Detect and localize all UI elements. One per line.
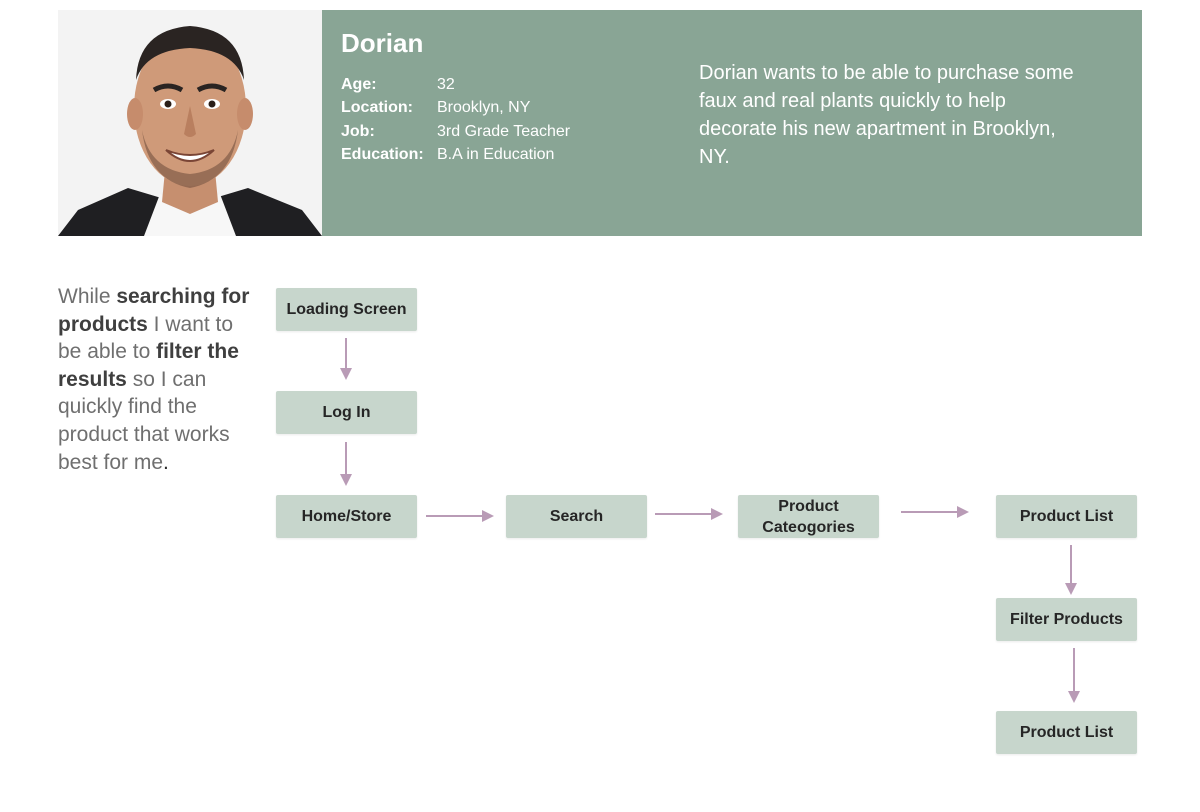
fact-value: 3rd Grade Teacher bbox=[437, 122, 571, 140]
node-label-line: Product bbox=[778, 497, 839, 515]
node-product-list-final: Product List bbox=[996, 711, 1137, 754]
fact-value: 32 bbox=[437, 75, 455, 93]
node-home-store: Home/Store bbox=[276, 495, 417, 538]
fact-label: Age: bbox=[341, 75, 377, 93]
persona-card: Dorian Age: 32 Location: Brooklyn, NY Jo… bbox=[58, 10, 1142, 236]
node-product-categories: Product Cateogories bbox=[738, 495, 879, 538]
node-product-list: Product List bbox=[996, 495, 1137, 538]
node-search: Search bbox=[506, 495, 647, 538]
story-emphasis: searching for products bbox=[58, 285, 250, 336]
fact-label: Education: bbox=[341, 146, 424, 164]
node-loading-screen: Loading Screen bbox=[276, 288, 417, 331]
node-label-line: Cateogories bbox=[762, 518, 855, 536]
fact-age: Age: 32 bbox=[341, 73, 570, 97]
persona-photo bbox=[58, 10, 322, 236]
node-log-in: Log In bbox=[276, 391, 417, 434]
story-emphasis: filter the results bbox=[58, 340, 239, 391]
node-filter-products: Filter Products bbox=[996, 598, 1137, 641]
fact-education: Education: B.A in Education bbox=[341, 144, 570, 168]
fact-location: Location: Brooklyn, NY bbox=[341, 97, 570, 121]
story-text: I want to be able to bbox=[58, 312, 234, 364]
fact-label: Location: bbox=[341, 99, 413, 117]
persona-goal: Dorian wants to be able to purchase some… bbox=[699, 62, 1074, 168]
user-story: While searching for products I want to b… bbox=[58, 283, 258, 476]
fact-value: Brooklyn, NY bbox=[437, 99, 531, 117]
fact-job: Job: 3rd Grade Teacher bbox=[341, 120, 570, 144]
story-text: While bbox=[58, 285, 117, 308]
story-period: . bbox=[163, 450, 169, 474]
persona-name: Dorian bbox=[341, 28, 424, 58]
fact-value: B.A in Education bbox=[437, 146, 555, 164]
fact-label: Job: bbox=[341, 122, 375, 140]
story-text: so I can quickly find the product that w… bbox=[58, 367, 230, 474]
persona-facts: Age: 32 Location: Brooklyn, NY Job: 3rd … bbox=[341, 73, 570, 167]
